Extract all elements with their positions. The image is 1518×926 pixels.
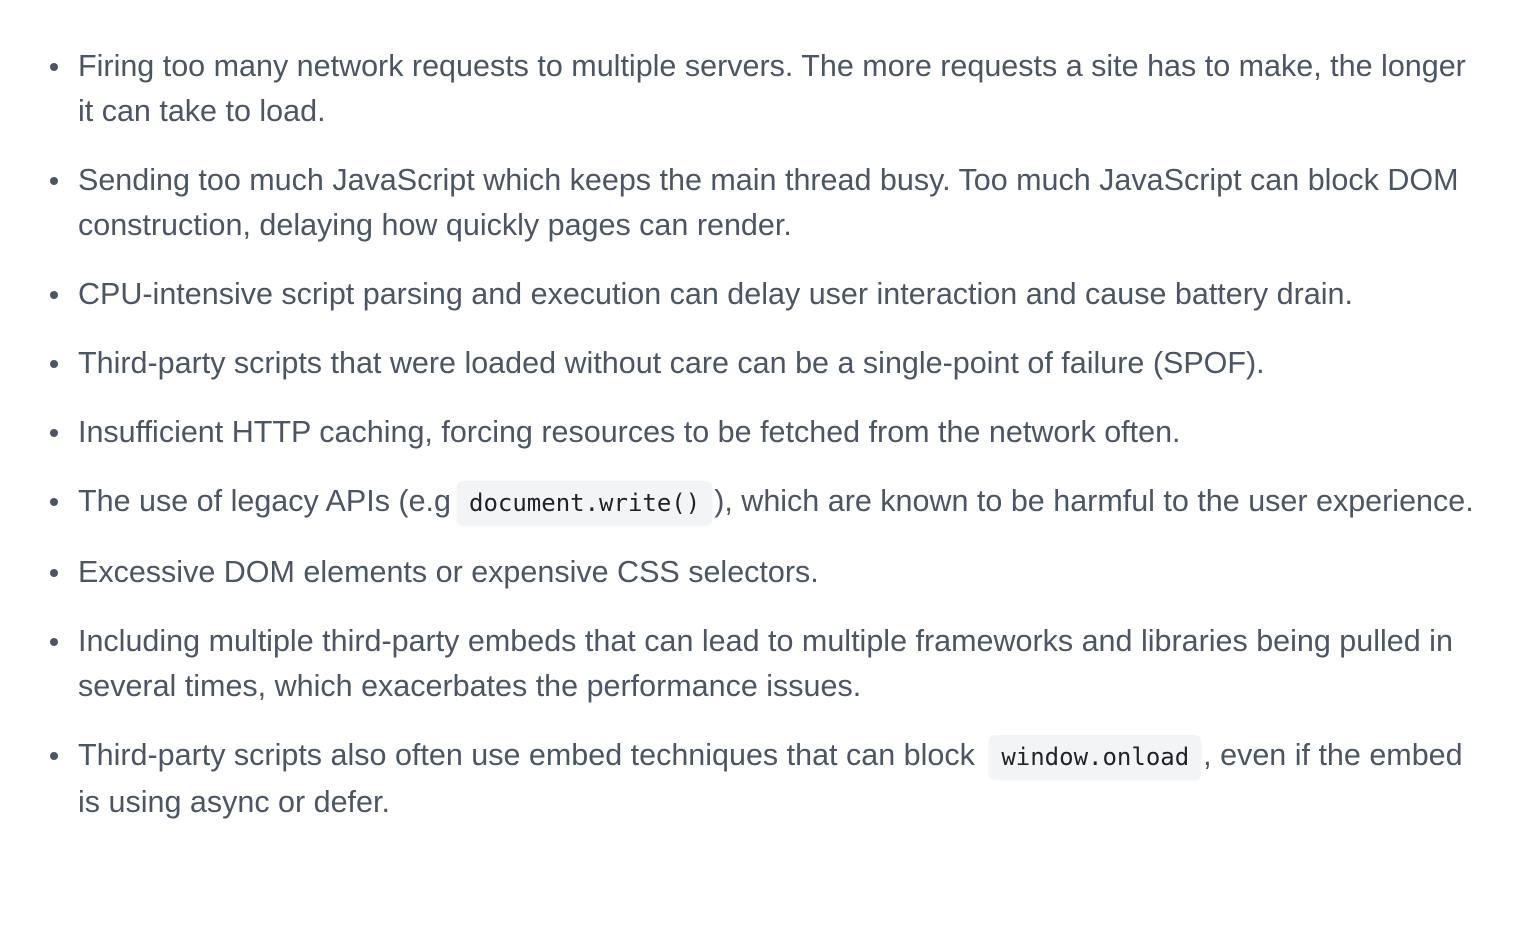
list-item-text-before: The use of legacy APIs (e.g	[78, 484, 451, 518]
list-item: Including multiple third-party embeds th…	[50, 619, 1478, 709]
list-item-text: Firing too many network requests to mult…	[78, 49, 1466, 128]
bullet-list: Firing too many network requests to mult…	[0, 44, 1478, 825]
list-item: Excessive DOM elements or expensive CSS …	[50, 550, 1478, 595]
bullet-icon	[50, 569, 58, 577]
list-item: Third-party scripts that were loaded wit…	[50, 341, 1478, 386]
list-item-text-after: ), which are known to be harmful to the …	[714, 484, 1474, 518]
bullet-icon	[50, 752, 58, 760]
bullet-icon	[50, 638, 58, 646]
list-item-text-after: , even if the embed is using async or de…	[78, 738, 1463, 819]
list-item: Sending too much JavaScript which keeps …	[50, 158, 1478, 248]
list-item-text: CPU-intensive script parsing and executi…	[78, 277, 1353, 311]
bullet-icon	[50, 429, 58, 437]
list-item-text-before: Third-party scripts also often use embed…	[78, 738, 975, 772]
list-item: Firing too many network requests to mult…	[50, 44, 1478, 134]
list-item: CPU-intensive script parsing and executi…	[50, 272, 1478, 317]
list-item: Third-party scripts also often use embed…	[50, 733, 1478, 825]
inline-code: document.write()	[457, 481, 713, 525]
list-item-text: Including multiple third-party embeds th…	[78, 624, 1453, 703]
list-item-text: Excessive DOM elements or expensive CSS …	[78, 555, 819, 589]
bullet-icon	[50, 291, 58, 299]
list-item: Insufficient HTTP caching, forcing resou…	[50, 410, 1478, 455]
list-item-text: Insufficient HTTP caching, forcing resou…	[78, 415, 1181, 449]
list-item-text: Sending too much JavaScript which keeps …	[78, 163, 1459, 242]
bullet-icon	[50, 63, 58, 71]
bullet-icon	[50, 360, 58, 368]
bullet-icon	[50, 177, 58, 185]
inline-code: window.onload	[989, 735, 1202, 779]
document-body: Firing too many network requests to mult…	[0, 44, 1478, 825]
list-item-text: Third-party scripts that were loaded wit…	[78, 346, 1265, 380]
bullet-icon	[50, 498, 58, 506]
